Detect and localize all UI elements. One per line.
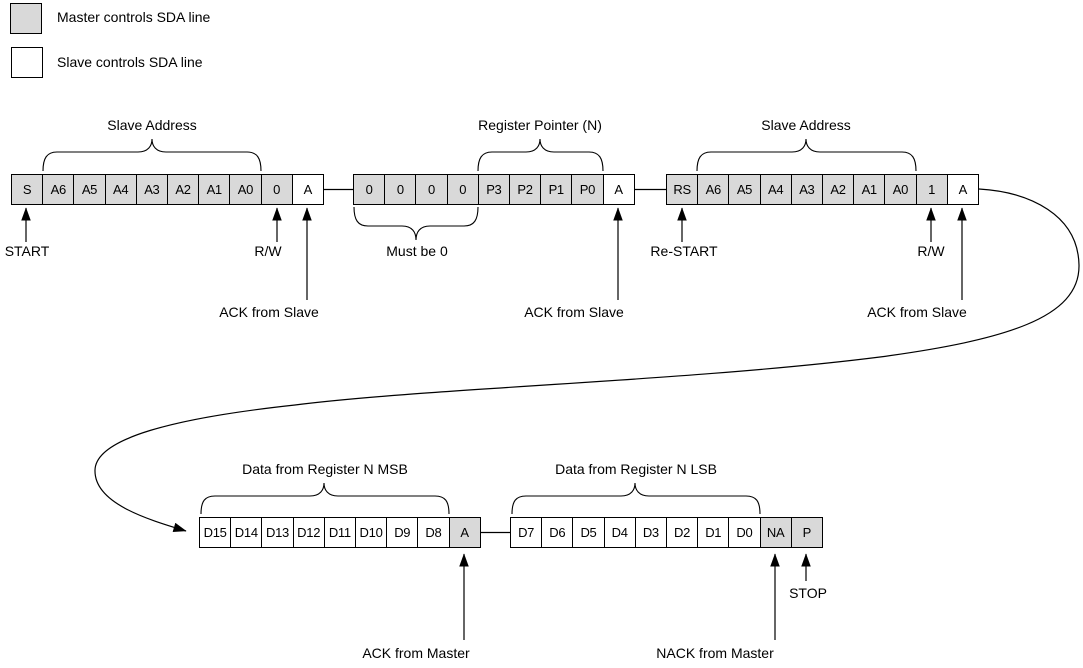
bit-cell-d13: D13 [261,517,294,548]
bit-cell-a6: A6 [42,174,75,205]
bit-cell-0: 0 [384,174,417,205]
bit-cell-d10: D10 [354,517,388,548]
label-rw-2: R/W [917,243,945,259]
brace-slave-address-2 [696,138,917,172]
bit-cell-d6: D6 [541,517,574,548]
bit-cell-s: S [11,174,44,205]
bit-cell-a3: A3 [790,174,823,205]
bit-cell-p0: P0 [571,174,604,205]
label-must-be-0: Must be 0 [386,243,448,259]
bit-cell-d2: D2 [665,517,699,548]
bit-cell-a2: A2 [166,174,200,205]
label-nack-master: NACK from Master [656,645,774,661]
bit-cell-d3: D3 [634,517,667,548]
label-slave-address-1: Slave Address [107,117,197,133]
group-connector-lines [323,188,666,534]
bit-cell-a4: A4 [759,174,792,205]
bit-cell-p3: P3 [477,174,510,205]
bit-cell-a0: A0 [229,174,262,205]
legend-swatch-master [10,3,42,34]
bit-cell-p2: P2 [508,174,542,205]
bit-cell-d5: D5 [572,517,605,548]
bit-cell-a2: A2 [821,174,855,205]
bit-cell-a: A [602,174,635,205]
label-ack-slave-3: ACK from Slave [867,304,967,320]
bit-cell-0: 0 [353,174,386,205]
label-data-msb: Data from Register N MSB [242,461,408,477]
bit-cell-a0: A0 [884,174,917,205]
bit-cell-a: A [291,174,324,205]
bit-cell-a5: A5 [728,174,761,205]
bit-cell-a3: A3 [135,174,168,205]
bit-cell-p: P [790,517,823,548]
label-stop: STOP [789,585,827,601]
flow-continuation-curve [94,188,1080,532]
bit-cell-1: 1 [915,174,948,205]
bit-cell-d14: D14 [230,517,263,548]
bit-cell-d7: D7 [510,517,543,548]
bit-cell-d0: D0 [728,517,761,548]
bit-cell-na: NA [759,517,792,548]
label-ack-slave-1: ACK from Slave [219,304,319,320]
annotation-arrows [21,207,967,640]
brace-slave-address-1 [42,138,262,172]
bit-cell-a5: A5 [73,174,106,205]
bit-cell-d15: D15 [199,517,232,548]
brace-must-be-0 [353,206,479,241]
bit-cell-0: 0 [446,174,479,205]
bit-cell-d9: D9 [386,517,419,548]
bit-cell-d11: D11 [323,517,356,548]
bit-cell-a: A [448,517,481,548]
bit-cell-a4: A4 [104,174,137,205]
bit-cell-0: 0 [260,174,293,205]
bit-cell-p1: P1 [540,174,573,205]
label-ack-slave-2: ACK from Slave [524,304,624,320]
legend-label-slave: Slave controls SDA line [57,54,203,70]
label-data-lsb: Data from Register N LSB [555,461,717,477]
label-register-pointer: Register Pointer (N) [478,117,602,133]
label-rw-1: R/W [254,243,282,259]
bit-cell-d4: D4 [603,517,636,548]
label-start: START [4,243,50,259]
bit-cell-0: 0 [415,174,448,205]
label-slave-address-2: Slave Address [761,117,851,133]
bit-cell-a1: A1 [198,174,231,205]
brace-data-msb [200,482,450,515]
bit-cell-a: A [946,174,979,205]
label-ack-master: ACK from Master [362,645,470,661]
legend-label-master: Master controls SDA line [57,9,211,25]
bit-cell-d12: D12 [292,517,325,548]
bit-cell-a1: A1 [853,174,886,205]
bit-cell-d1: D1 [697,517,730,548]
bit-cell-a6: A6 [697,174,730,205]
label-re-start: Re-START [650,243,718,259]
legend-swatch-slave [11,47,43,78]
brace-register-pointer [477,138,604,172]
bit-cell-rs: RS [666,174,699,205]
brace-data-lsb [511,482,761,515]
bit-cell-d8: D8 [417,517,450,548]
